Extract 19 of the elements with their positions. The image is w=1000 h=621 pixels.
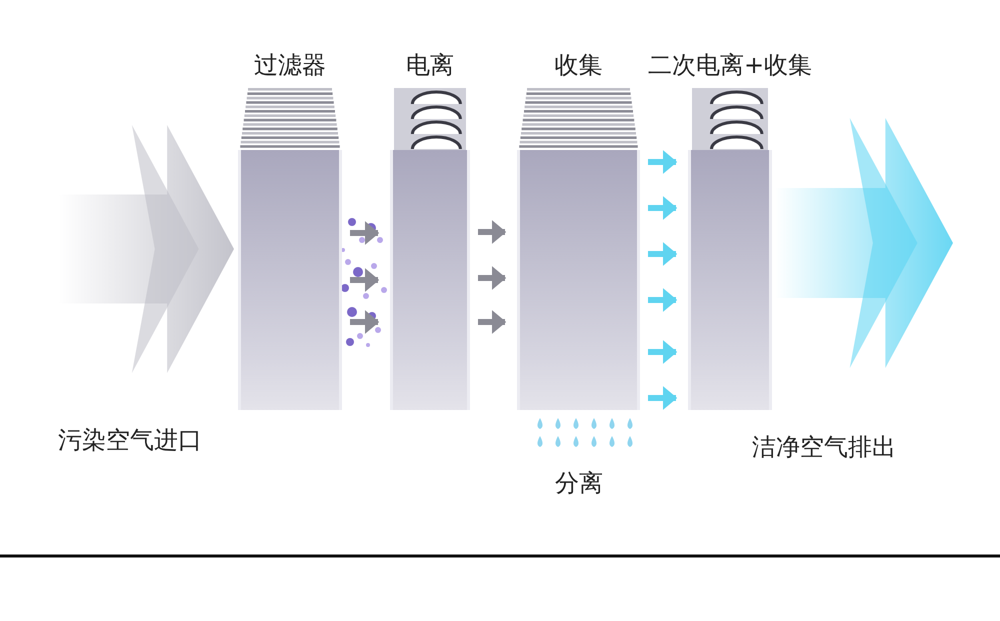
arrow — [648, 196, 678, 220]
arrow — [648, 386, 678, 410]
arrow — [478, 220, 506, 244]
arrow — [478, 266, 506, 290]
arrow — [478, 310, 506, 334]
flow-label: 污染空气进口 — [58, 425, 202, 455]
flow-label: 洁净空气排出 — [752, 432, 896, 462]
module-heading: 电离 — [406, 50, 454, 80]
arrow — [648, 340, 678, 364]
module-heading: 二次电离+收集 — [648, 50, 812, 80]
arrow — [350, 268, 380, 292]
flow-label: 分离 — [555, 468, 603, 498]
arrow — [648, 288, 678, 312]
arrow — [648, 150, 678, 174]
arrow — [350, 310, 380, 334]
arrow — [350, 221, 380, 245]
module-heading: 过滤器 — [254, 50, 326, 80]
arrow — [648, 242, 678, 266]
module-heading: 收集 — [554, 50, 602, 80]
